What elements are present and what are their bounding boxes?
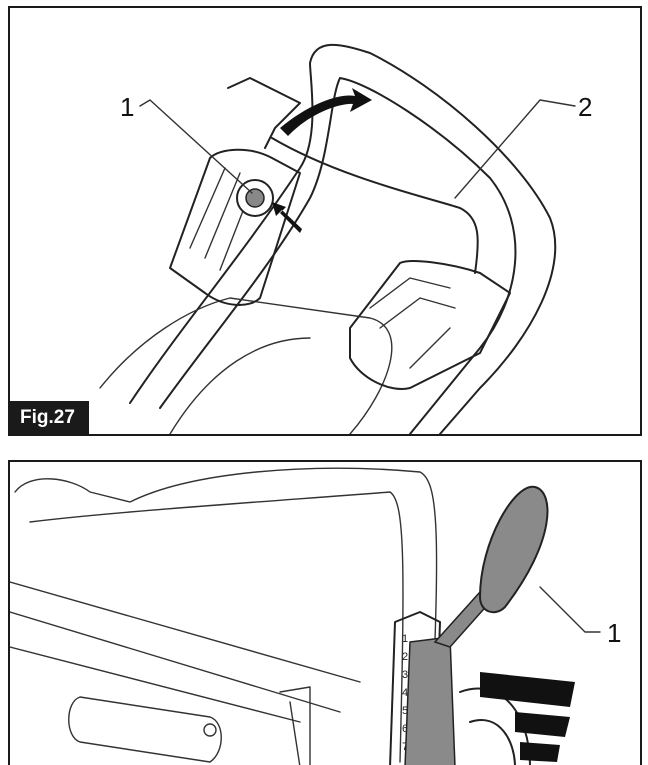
rotate-arrow-icon [280,88,372,136]
axle-bracket [279,686,311,765]
rail-line-2 [10,611,341,713]
scale-mark-6: 6 [402,723,408,735]
figure-label: Fig.27 [10,401,89,434]
lock-button-icon [245,188,265,208]
handlebar-inner [159,77,517,434]
rail-line-1 [10,581,361,683]
callout-1-label: 1 [120,92,134,122]
tread-bar-2 [515,712,570,737]
scale-mark-3: 3 [402,669,408,681]
callout-1-leader [539,586,601,633]
rail-line-3 [10,646,301,723]
callout-2-leader [454,99,576,199]
bolt [203,723,217,737]
scale-mark-1: 1 [402,633,408,645]
callout-2-label: 2 [578,92,592,122]
figure-27-panel: 1 2 Fig.27 [8,6,642,436]
scale-mark-4: 4 [402,687,408,699]
frame-line [99,297,393,434]
tread-bar-3 [520,742,560,762]
callout-1-leader [139,99,253,194]
cable [271,137,479,274]
frame-line-2 [169,337,311,434]
scale-mark-2: 2 [402,651,408,663]
handlebar-outline [129,43,557,434]
scale-mark-5: 5 [402,705,408,717]
left-control-box [169,148,301,306]
lever-grip [478,485,549,614]
figure-28-panel: 1 2 3 4 5 6 7 1 [8,460,642,765]
tread-bar-1 [480,672,575,707]
handle-diagram: 1 2 [99,43,592,434]
brake-lever [227,77,301,149]
push-arrow-icon [272,202,302,233]
lever-base [404,636,456,765]
deck-outline [14,467,438,763]
deck-outline-2 [29,491,404,763]
height-lever-diagram: 1 2 3 4 5 6 7 1 [10,467,621,765]
right-box-detail [369,277,456,369]
right-control-box [349,260,511,390]
callout-1-label: 1 [607,618,621,648]
roller [68,696,222,763]
